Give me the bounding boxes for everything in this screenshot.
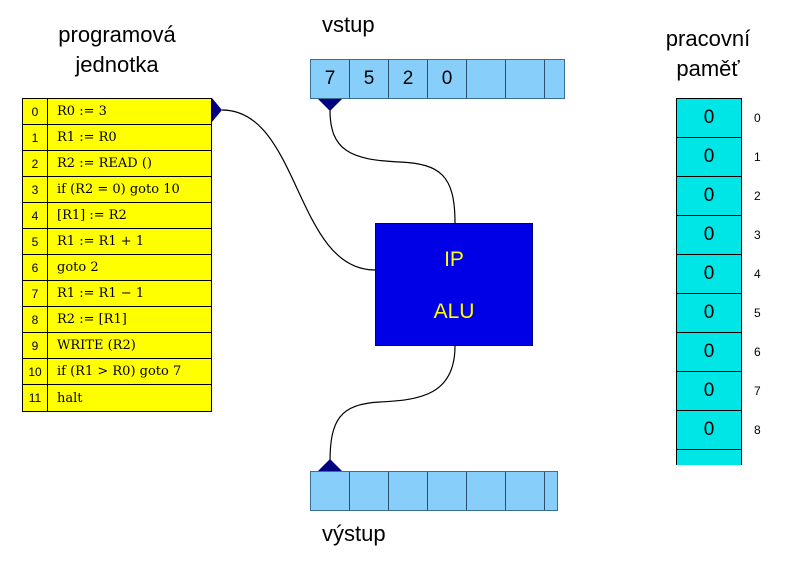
input-tape-cell: 0 xyxy=(428,60,467,98)
program-row-index: 11 xyxy=(23,385,48,411)
program-row-instruction: R1 := R1 + 1 xyxy=(57,234,145,249)
memory-address: 8 xyxy=(754,423,761,437)
memory-address: 4 xyxy=(754,267,761,281)
program-row: 5 R1 := R1 + 1 xyxy=(23,229,211,255)
cpu-to-output-wire xyxy=(329,345,456,463)
program-row-instruction: R0 := 3 xyxy=(57,104,107,119)
program-row-instruction: R1 := R0 xyxy=(57,130,117,145)
input-tape-cell: 2 xyxy=(389,60,428,98)
program-row-index: 1 xyxy=(23,125,48,150)
program-row-index: 5 xyxy=(23,229,48,254)
memory-cell: 0 xyxy=(677,138,741,177)
program-row: 6 goto 2 xyxy=(23,255,211,281)
program-row-index: 7 xyxy=(23,281,48,306)
memory-address: 1 xyxy=(754,150,761,164)
program-row-instruction: R1 := R1 − 1 xyxy=(57,286,145,301)
memory-heading-line1: pracovní xyxy=(665,26,751,51)
program-row: 0 R0 := 3 xyxy=(23,99,211,125)
program-row: 10 if (R1 > R0) goto 7 xyxy=(23,359,211,385)
program-unit: 0 R0 := 3 1 R1 := R0 2 R2 := READ () 3 if (R2 =… xyxy=(22,98,212,412)
memory-address: 0 xyxy=(754,111,761,125)
input-tape-cell: 7 xyxy=(311,60,350,98)
memory-cell: 0 xyxy=(677,99,741,138)
memory-cell: 0 xyxy=(677,294,741,333)
input-tape-cell: 5 xyxy=(350,60,389,98)
output-tape-cell xyxy=(506,472,545,510)
program-row-instruction: [R1] := R2 xyxy=(57,208,127,223)
program-row-instruction: R2 := READ () xyxy=(57,156,152,171)
memory-cell: 0 xyxy=(677,216,741,255)
output-tape-cell xyxy=(467,472,506,510)
program-row-index: 3 xyxy=(23,177,48,202)
program-row: 3 if (R2 = 0) goto 10 xyxy=(23,177,211,203)
alu-label: ALU xyxy=(433,300,475,323)
program-row-instruction: goto 2 xyxy=(57,260,99,275)
output-tape-cell xyxy=(311,472,350,510)
program-row-index: 8 xyxy=(23,307,48,332)
memory-cell: 0 xyxy=(677,177,741,216)
program-row: 9 WRITE (R2) xyxy=(23,333,211,359)
output-heading: výstup xyxy=(322,521,386,546)
program-row: 1 R1 := R0 xyxy=(23,125,211,151)
program-row-instruction: WRITE (R2) xyxy=(57,338,136,353)
program-to-cpu-wire xyxy=(221,109,376,271)
input-pointer-icon xyxy=(318,99,342,111)
memory-heading-line2: paměť xyxy=(676,56,740,81)
program-row-instruction: if (R1 > R0) goto 7 xyxy=(57,364,182,379)
memory-cell: 0 xyxy=(677,255,741,294)
input-tape-cell xyxy=(506,60,545,98)
program-unit-heading: programová jednotka xyxy=(22,20,212,80)
memory-address: 2 xyxy=(754,189,761,203)
program-row-index: 2 xyxy=(23,151,48,176)
program-row: 11 halt xyxy=(23,385,211,411)
program-row-index: 0 xyxy=(23,99,48,124)
program-row-index: 4 xyxy=(23,203,48,228)
memory-heading: pracovní paměť xyxy=(648,24,768,84)
input-tape-cell xyxy=(467,60,506,98)
output-tape-cell xyxy=(545,472,557,510)
program-pointer-icon xyxy=(212,98,222,122)
program-row-index: 10 xyxy=(23,359,48,384)
ip-label: IP xyxy=(444,248,464,271)
program-unit-heading-line1: programová xyxy=(58,22,176,47)
memory-cell: 0 xyxy=(677,333,741,372)
output-tape xyxy=(310,471,558,511)
input-to-cpu-wire xyxy=(329,109,456,224)
memory-address: 7 xyxy=(754,384,761,398)
output-tape-cell xyxy=(389,472,428,510)
program-row-instruction: if (R2 = 0) goto 10 xyxy=(57,182,180,197)
input-tape-cell xyxy=(545,60,564,98)
program-row-instruction: R2 := [R1] xyxy=(57,312,127,327)
output-tape-cell xyxy=(350,472,389,510)
output-pointer-icon xyxy=(318,459,342,471)
input-heading: vstup xyxy=(322,12,375,37)
program-row: 7 R1 := R1 − 1 xyxy=(23,281,211,307)
output-tape-cell xyxy=(428,472,467,510)
memory-address: 3 xyxy=(754,228,761,242)
memory-address: 6 xyxy=(754,345,761,359)
program-row: 4 [R1] := R2 xyxy=(23,203,211,229)
program-row-index: 9 xyxy=(23,333,48,358)
memory-address: 5 xyxy=(754,306,761,320)
program-unit-heading-line2: jednotka xyxy=(75,52,159,77)
program-row: 8 R2 := [R1] xyxy=(23,307,211,333)
memory-cell: 0 xyxy=(677,372,741,411)
program-row: 2 R2 := READ () xyxy=(23,151,211,177)
program-row-instruction: halt xyxy=(57,390,83,406)
memory-cell: 0 xyxy=(677,411,741,450)
program-row-index: 6 xyxy=(23,255,48,280)
cpu-block: IP ALU xyxy=(375,223,533,346)
